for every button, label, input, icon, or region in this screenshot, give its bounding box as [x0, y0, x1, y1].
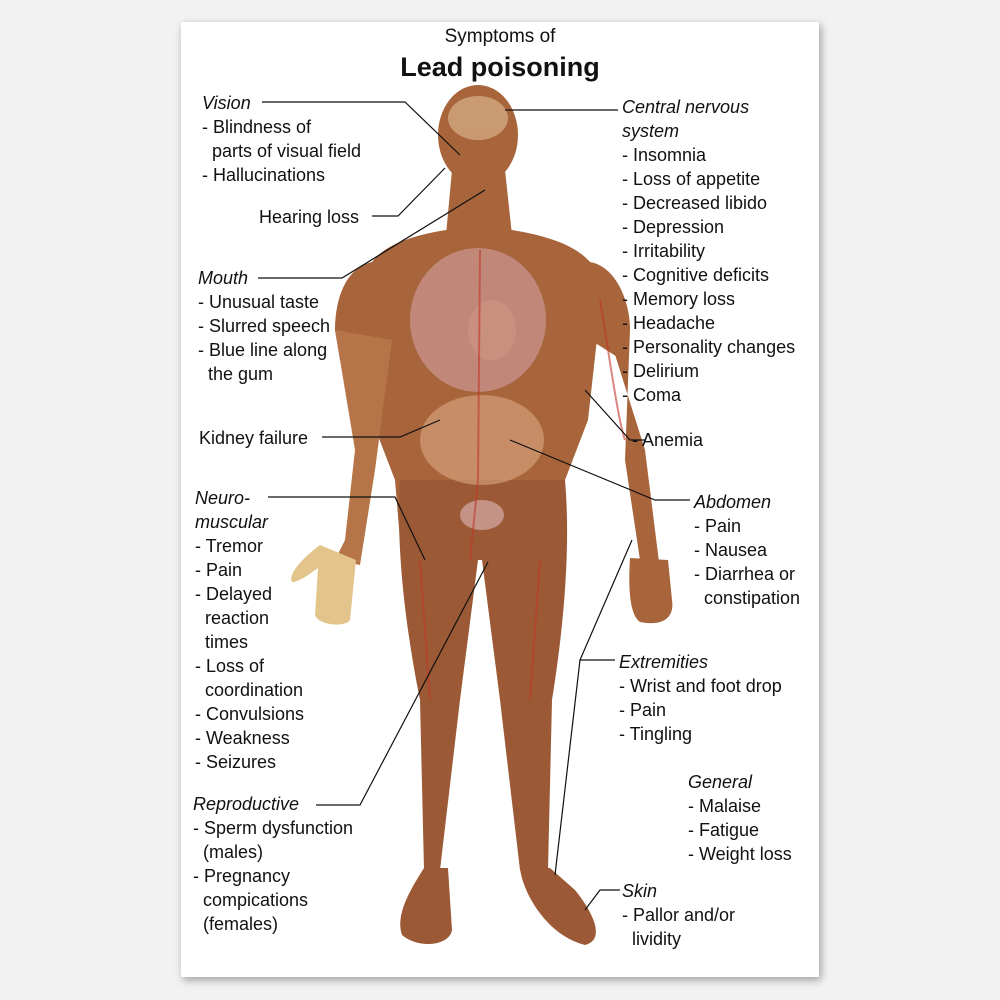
cns-item: - Loss of appetite — [622, 169, 761, 189]
cns-item: - Cognitive deficits — [622, 265, 770, 285]
mouth-item: - Unusual taste — [198, 292, 320, 312]
mouth-heading: Mouth — [198, 268, 249, 288]
vision-heading: Vision — [202, 93, 251, 113]
anemia-label: - Anemia — [632, 430, 704, 450]
abdomen-group: Abdomen - Pain - Nausea - Diarrhea or co… — [694, 490, 800, 610]
cns-heading-1: Central nervous — [622, 97, 750, 117]
leader-lines — [258, 101, 690, 911]
neuromuscular-group: Neuro- muscular - Tremor - Pain - Delaye… — [195, 486, 304, 774]
leader-skin — [584, 889, 620, 911]
leader-kidney — [322, 419, 441, 438]
brain-shape — [448, 96, 508, 140]
neuromuscular-heading-2: muscular — [195, 512, 269, 532]
vision-item: - Hallucinations — [202, 165, 326, 185]
leader-mouth — [258, 189, 486, 279]
heart-shape — [468, 300, 516, 360]
abdomen-item: - Diarrhea or — [694, 564, 796, 584]
general-item: - Weight loss — [688, 844, 792, 864]
mouth-item: - Blue line along — [198, 340, 328, 360]
leader-extremities — [579, 539, 633, 661]
neuromuscular-heading-1: Neuro- — [195, 488, 251, 508]
cns-group: Central nervous system - Insomnia - Loss… — [622, 95, 795, 407]
leader-abdomen — [509, 439, 690, 501]
neuromuscular-item: reaction — [205, 608, 270, 628]
cns-item: - Insomnia — [622, 145, 707, 165]
general-item: - Fatigue — [688, 820, 760, 840]
neuromuscular-item: - Pain — [195, 560, 243, 580]
skin-item: - Pallor and/or — [622, 905, 736, 925]
vision-item: parts of visual field — [212, 141, 362, 161]
leader-anemia — [584, 389, 645, 441]
neuromuscular-item: - Convulsions — [195, 704, 305, 724]
cns-item: - Decreased libido — [622, 193, 768, 213]
extremities-group: Extremities - Wrist and foot drop - Pain… — [619, 650, 782, 746]
general-heading: General — [688, 772, 753, 792]
vision-group: Vision - Blindness of parts of visual fi… — [202, 91, 361, 187]
extremities-item: - Pain — [619, 700, 667, 720]
extremities-item: - Wrist and foot drop — [619, 676, 782, 696]
intestine-shape — [420, 395, 544, 485]
cns-item: - Depression — [622, 217, 725, 237]
reproductive-heading: Reproductive — [193, 794, 300, 814]
hearing-label: Hearing loss — [259, 207, 360, 227]
neuromuscular-item: coordination — [205, 680, 304, 700]
cns-item: - Memory loss — [622, 289, 736, 309]
leader-vision — [262, 101, 461, 156]
cns-item: - Irritability — [622, 241, 706, 261]
neuromuscular-item: - Weakness — [195, 728, 290, 748]
leader-hearing — [372, 167, 446, 217]
cns-item: - Headache — [622, 313, 716, 333]
neuromuscular-item: - Delayed — [195, 584, 273, 604]
reproductive-item: - Sperm dysfunction — [193, 818, 354, 838]
cns-item: - Personality changes — [622, 337, 796, 357]
mouth-item: - Slurred speech — [198, 316, 331, 336]
neuromuscular-item: - Tremor — [195, 536, 264, 556]
general-group: General - Malaise - Fatigue - Weight los… — [688, 770, 792, 866]
cns-item: - Delirium — [622, 361, 700, 381]
reproductive-item: compications — [203, 890, 309, 910]
organ-hints — [410, 96, 546, 530]
mouth-item: the gum — [208, 364, 274, 384]
cns-heading-2: system — [622, 121, 680, 141]
vision-item: - Blindness of — [202, 117, 312, 137]
reproductive-item: (females) — [203, 914, 279, 934]
neuromuscular-item: times — [205, 632, 249, 652]
title-line-1: Symptoms of — [444, 26, 556, 47]
skin-heading: Skin — [622, 881, 658, 901]
kidney-label: Kidney failure — [199, 428, 309, 448]
reproductive-item: (males) — [203, 842, 264, 862]
extremities-item: - Tingling — [619, 724, 693, 744]
general-item: - Malaise — [688, 796, 762, 816]
skin-group: Skin - Pallor and/or lividity — [622, 879, 735, 951]
neuromuscular-item: - Loss of — [195, 656, 265, 676]
neuromuscular-item: - Seizures — [195, 752, 277, 772]
abdomen-item: constipation — [704, 588, 801, 608]
skin-item: lividity — [632, 929, 682, 949]
reproductive-item: - Pregnancy — [193, 866, 291, 886]
leader-reproductive — [316, 561, 489, 806]
abdomen-heading: Abdomen — [694, 492, 772, 512]
cns-item: - Coma — [622, 385, 682, 405]
mouth-group: Mouth - Unusual taste - Slurred speech -… — [198, 266, 330, 386]
leader-neuromuscular — [268, 496, 426, 561]
reproductive-group: Reproductive - Sperm dysfunction (males)… — [193, 792, 353, 936]
abdomen-item: - Pain — [694, 516, 742, 536]
extremities-heading: Extremities — [619, 652, 709, 672]
bladder-shape — [460, 500, 504, 530]
leader-extremities-foot — [554, 659, 581, 876]
page-title: Lead poisoning — [400, 52, 600, 82]
abdomen-item: - Nausea — [694, 540, 768, 560]
